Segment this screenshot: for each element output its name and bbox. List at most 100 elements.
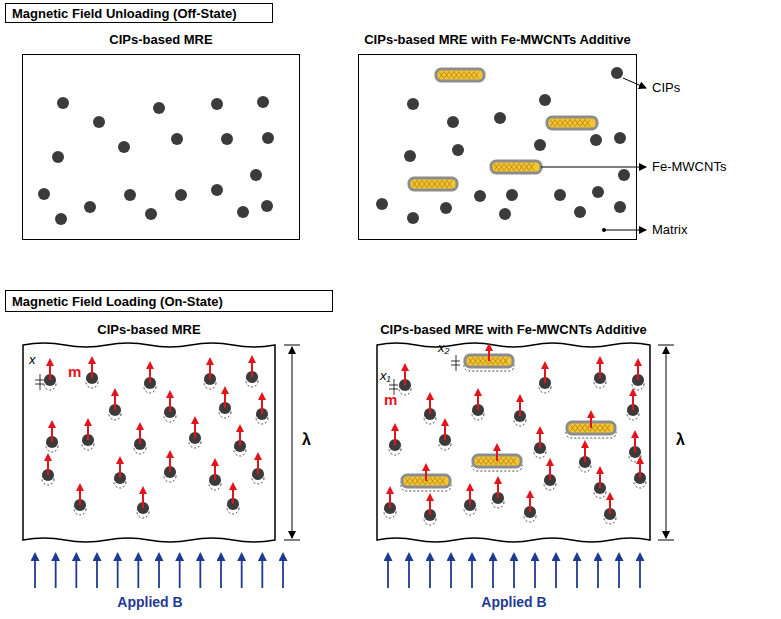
field-arrow xyxy=(534,554,536,588)
cip-particle xyxy=(407,98,419,110)
moment-arrow xyxy=(142,488,144,508)
panel-title: CIPs-based MRE xyxy=(0,32,339,47)
field-arrow xyxy=(34,554,36,588)
cip-particle xyxy=(211,184,223,196)
cip-particle xyxy=(554,189,566,201)
field-arrow xyxy=(597,554,599,588)
moment-arrow xyxy=(394,425,396,445)
moment-arrow xyxy=(251,357,253,377)
tube-mesh xyxy=(494,164,534,171)
cip-particle xyxy=(118,141,130,153)
cip-particle xyxy=(376,198,388,210)
dimension-line xyxy=(456,355,457,371)
cip-particle xyxy=(145,208,157,220)
moment-arrow xyxy=(404,365,406,385)
cip-particle xyxy=(539,94,551,106)
cip-particle xyxy=(124,189,136,201)
dimension-tick xyxy=(451,361,460,362)
field-arrow xyxy=(513,554,515,588)
moment-arrow xyxy=(149,363,151,383)
panel-title: CIPs-based MRE with Fe-MWCNTs Additive xyxy=(337,322,690,337)
header-text: Magnetic Field Unloading (Off-State) xyxy=(12,6,237,21)
leader-line xyxy=(541,167,646,168)
moment-arrow xyxy=(497,478,499,498)
field-label: Applied B xyxy=(481,594,546,610)
field-arrow xyxy=(471,554,473,588)
cip-particle xyxy=(261,200,273,212)
cip-particle xyxy=(440,202,452,214)
moment-arrow xyxy=(634,432,636,452)
fe-mwcnt xyxy=(491,161,541,173)
moment-arrow xyxy=(49,360,51,380)
thickness-label: λ xyxy=(676,432,685,448)
dimension-tick xyxy=(389,385,398,386)
thickness-bracket xyxy=(292,347,293,538)
callout-label: Fe-MWCNTs xyxy=(652,159,726,175)
header-text: Magnetic Field Loading (On-State) xyxy=(12,294,223,309)
field-arrow xyxy=(75,554,77,588)
sample-panel: CIPs-based MRE xyxy=(22,54,300,240)
thickness-label: λ xyxy=(302,432,311,448)
moment-arrow xyxy=(232,484,234,504)
cip-particle xyxy=(175,189,187,201)
field-arrow xyxy=(282,554,284,588)
dimension-line xyxy=(40,374,41,390)
field-arrow xyxy=(220,554,222,588)
field-arrow xyxy=(261,554,263,588)
cip-particle xyxy=(611,67,623,79)
moment-arrow xyxy=(257,454,259,474)
cip-particle xyxy=(38,188,50,200)
cip-particle xyxy=(211,98,223,110)
moment-arrow xyxy=(139,424,141,444)
field-arrow xyxy=(179,554,181,588)
moment-arrow xyxy=(169,392,171,412)
moment-arrow xyxy=(549,460,551,480)
dimension-label: x₁ xyxy=(380,368,391,384)
cip-particle xyxy=(447,116,459,128)
moment-arrow xyxy=(214,460,216,480)
cip-particle xyxy=(494,112,506,124)
tube-mesh xyxy=(412,181,452,188)
bracket-tick xyxy=(284,345,300,346)
leader-line xyxy=(604,230,646,231)
cip-particle xyxy=(55,213,67,225)
dimension-label: x₂ xyxy=(438,340,449,356)
wavy-border xyxy=(23,343,275,542)
dimension-tick xyxy=(35,384,44,385)
cip-particle xyxy=(474,190,486,202)
moment-arrow xyxy=(584,442,586,462)
panel-title: CIPs-based MRE xyxy=(0,322,315,337)
cip-particle xyxy=(52,151,64,163)
moment-arrow xyxy=(239,426,241,446)
moment-label: m xyxy=(384,392,397,408)
moment-label: m xyxy=(68,364,81,380)
moment-arrow xyxy=(599,468,601,488)
tube-mesh xyxy=(439,72,479,79)
tube-mesh xyxy=(494,164,534,171)
dimension-label: x xyxy=(29,352,36,368)
cip-particle xyxy=(404,150,416,162)
cip-particle xyxy=(452,144,464,156)
dimension-tick xyxy=(451,365,460,366)
field-arrow xyxy=(429,554,431,588)
fe-mwcnt xyxy=(409,178,457,190)
field-arrow xyxy=(450,554,452,588)
sample-panel: CIPs-based MRE with Fe-MWCNTs Additive xyxy=(358,54,637,240)
moment-arrow xyxy=(87,420,89,440)
bracket-tick xyxy=(284,540,300,541)
cip-particle xyxy=(237,206,249,218)
tube-mesh xyxy=(550,120,590,127)
moment-arrow xyxy=(47,455,49,475)
moment-arrow xyxy=(488,345,490,361)
moment-arrow xyxy=(114,390,116,410)
moment-arrow xyxy=(389,488,391,508)
dimension-tick xyxy=(389,389,398,390)
moment-arrow xyxy=(79,485,81,505)
moment-arrow xyxy=(599,358,601,378)
section-header: Magnetic Field Loading (On-State) xyxy=(5,290,333,312)
moment-arrow xyxy=(51,422,53,442)
fe-mwcnt xyxy=(436,69,484,81)
cip-particle xyxy=(250,169,262,181)
moment-arrow xyxy=(496,445,498,461)
cip-particle xyxy=(221,133,233,145)
